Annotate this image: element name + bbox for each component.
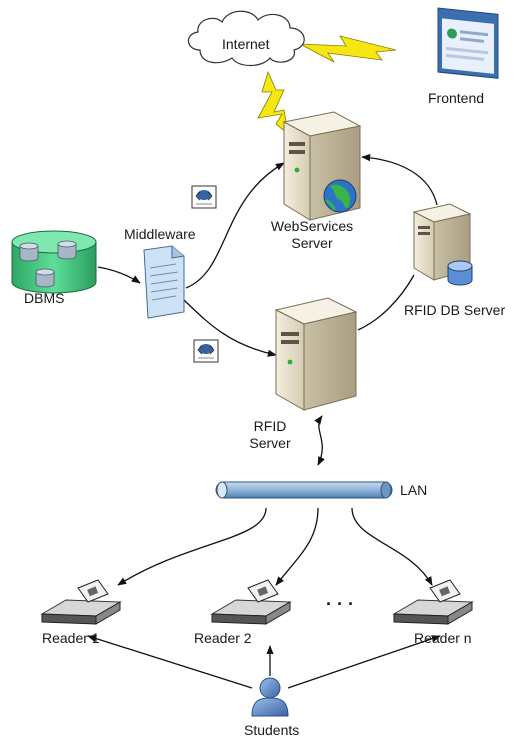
connectors bbox=[87, 35, 441, 689]
rfid-reader-icon bbox=[40, 579, 122, 625]
arrow-rfiddb-webservices bbox=[361, 154, 438, 206]
server-icon bbox=[274, 297, 358, 411]
globe-icon bbox=[323, 179, 357, 213]
arrow-student-reader1 bbox=[87, 635, 253, 689]
reader-2-label: Reader 2 bbox=[194, 630, 252, 646]
rfid-label-line2: Server bbox=[249, 435, 291, 451]
ellipsis-label: · · · bbox=[326, 594, 354, 614]
rfid-server-label: RFID Server bbox=[236, 418, 304, 452]
arrow-rfid-lan bbox=[314, 415, 325, 466]
cloud-icon bbox=[187, 10, 305, 67]
middleware-label: Middleware bbox=[124, 226, 196, 242]
rfid-reader-icon bbox=[210, 579, 292, 625]
rfid-db-server-label: RFID DB Server bbox=[404, 302, 506, 318]
database-icon bbox=[447, 260, 473, 286]
arrow-middleware-rfid bbox=[183, 299, 277, 357]
students-label: Students bbox=[244, 722, 300, 738]
rfid-reader-icon bbox=[392, 579, 474, 625]
webservices-server-label: WebServices Server bbox=[262, 218, 362, 252]
line-rfid-rfiddb bbox=[357, 274, 415, 331]
soap-message-icon bbox=[191, 185, 217, 209]
arrow-middleware-webservices bbox=[185, 162, 285, 289]
webservices-label-line2: Server bbox=[291, 235, 333, 251]
arrow-student-readern bbox=[287, 635, 441, 689]
reader-n-label: Reader n bbox=[414, 630, 472, 646]
rfid-label-line1: RFID bbox=[253, 418, 287, 434]
browser-window-icon bbox=[437, 7, 499, 79]
lightning-icon bbox=[257, 70, 289, 135]
lan-label: LAN bbox=[400, 482, 428, 498]
dbms-label: DBMS bbox=[24, 290, 65, 306]
arrow-dbms-middleware bbox=[97, 266, 141, 284]
webservices-label-line1: WebServices bbox=[270, 218, 354, 234]
lan-bus bbox=[215, 481, 393, 499]
soap-message-icon bbox=[193, 339, 219, 363]
reader-1-label: Reader 1 bbox=[42, 630, 100, 646]
arrow-lan-readern bbox=[351, 507, 433, 586]
internet-label: Internet bbox=[222, 36, 270, 52]
frontend-label: Frontend bbox=[428, 90, 485, 106]
document-icon bbox=[143, 245, 185, 319]
person-icon bbox=[251, 677, 289, 717]
database-icon bbox=[11, 230, 97, 294]
lightning-icon bbox=[299, 35, 397, 63]
arrow-lan-reader2 bbox=[275, 507, 319, 586]
arrow-lan-reader1 bbox=[117, 507, 267, 586]
